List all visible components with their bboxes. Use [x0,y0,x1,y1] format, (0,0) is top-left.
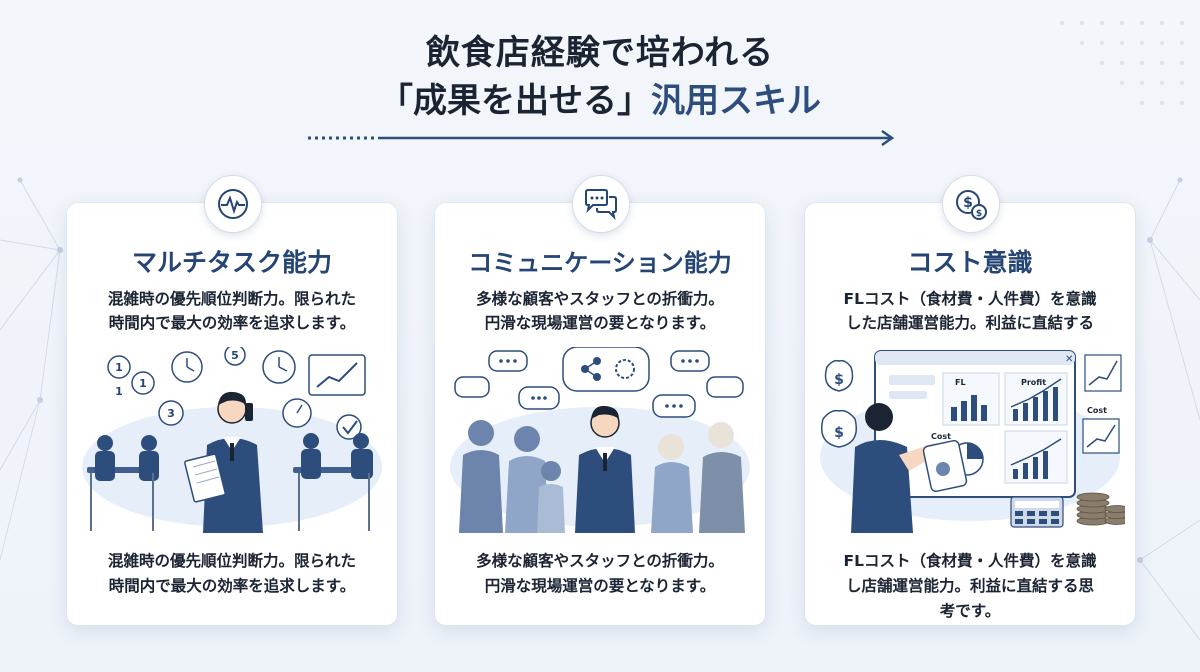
side-label-cost: Cost [1087,406,1107,415]
title-line-2-prefix: 「成果を出せる」 [379,81,651,121]
footer-line-3: 考です。 [939,602,1001,620]
footer-line-2: し店舗運営能力。利益に直結する思 [845,577,1094,595]
title-line-2: 「成果を出せる」汎用スキル [0,76,1200,126]
title-line-2-accent: 汎用スキル [651,81,821,121]
number-bubble: 1 [115,385,123,398]
card-title: マルチタスク能力 [131,248,332,277]
chart-label-profit: Profit [1021,378,1046,387]
title-arrow [308,129,895,147]
card-description: FLコスト（食材費・人件費）を意識 した店舗運営能力。利益に直結する [819,287,1121,335]
number-bubble: 1 [139,377,147,390]
card-description: 混雑時の優先順位判断力。限られた 時間内で最大の効率を追求します。 [81,287,383,335]
card-title: コスト意識 [907,248,1033,277]
desc-line-1: 混雑時の優先順位判断力。限られた [107,290,356,308]
money-bag-icon: $ [834,425,844,441]
desc-line-2: 円滑な現場運営の要となります。 [484,314,716,332]
chat-bubbles-icon [572,175,630,233]
card-title: コミュニケーション能力 [468,249,732,277]
desc-line-1: 多様な顧客やスタッフとの折衝力。 [476,290,724,308]
skill-card-cost: $$ コスト意識 FLコスト（食材費・人件費）を意識 した店舗運営能力。利益に直… [804,175,1136,626]
svg-text:$: $ [963,195,973,211]
footer-line-2: 円滑な現場運営の要となります。 [484,577,716,595]
desc-line-2: 時間内で最大の効率を追求します。 [108,314,356,332]
desc-line-2: した店舗運営能力。利益に直結する [845,314,1094,332]
skill-card-multitask: マルチタスク能力 混雑時の優先順位判断力。限られた 時間内で最大の効率を追求しま… [66,175,398,626]
heartbeat-icon [204,175,262,233]
desc-line-1: FLコスト（食材費・人件費）を意識 [843,290,1097,308]
chart-label-cost: Cost [931,432,951,441]
dollar-coins-icon: $$ [942,175,1000,233]
dot-grid-decoration [1060,21,1184,105]
footer-line-1: FLコスト（食材費・人件費）を意識 [843,552,1097,570]
money-bag-icon: $ [834,372,844,388]
svg-text:$: $ [976,209,982,219]
number-bubble: 1 [115,361,123,374]
communication-illustration [450,347,750,533]
card-footer-text: FLコスト（食材費・人件費）を意識 し店舗運営能力。利益に直結する思 考です。 [819,549,1121,624]
cost-illustration: ✕ FL Profit Cost Cost $ $ [820,350,1125,533]
chart-label-fl: FL [955,378,966,387]
page-title: 飲食店経験で培われる 「成果を出せる」汎用スキル [0,30,1200,126]
close-icon: ✕ [1065,354,1073,365]
card-footer-text: 混雑時の優先順位判断力。限られた 時間内で最大の効率を追求します。 [81,549,383,599]
number-bubble: 5 [231,349,239,362]
footer-line-1: 混雑時の優先順位判断力。限られた [107,552,356,570]
card-footer-text: 多様な顧客やスタッフとの折衝力。 円滑な現場運営の要となります。 [449,549,751,599]
card-description: 多様な顧客やスタッフとの折衝力。 円滑な現場運営の要となります。 [449,287,751,335]
title-line-1: 飲食店経験で培われる [425,33,775,73]
multitask-illustration: 1 1 3 5 1 [82,347,382,533]
footer-line-2: 時間内で最大の効率を追求します。 [108,577,356,595]
footer-line-1: 多様な顧客やスタッフとの折衝力。 [476,552,724,570]
number-bubble: 3 [167,407,175,420]
skill-card-communication: コミュニケーション能力 多様な顧客やスタッフとの折衝力。 円滑な現場運営の要とな… [434,175,766,626]
